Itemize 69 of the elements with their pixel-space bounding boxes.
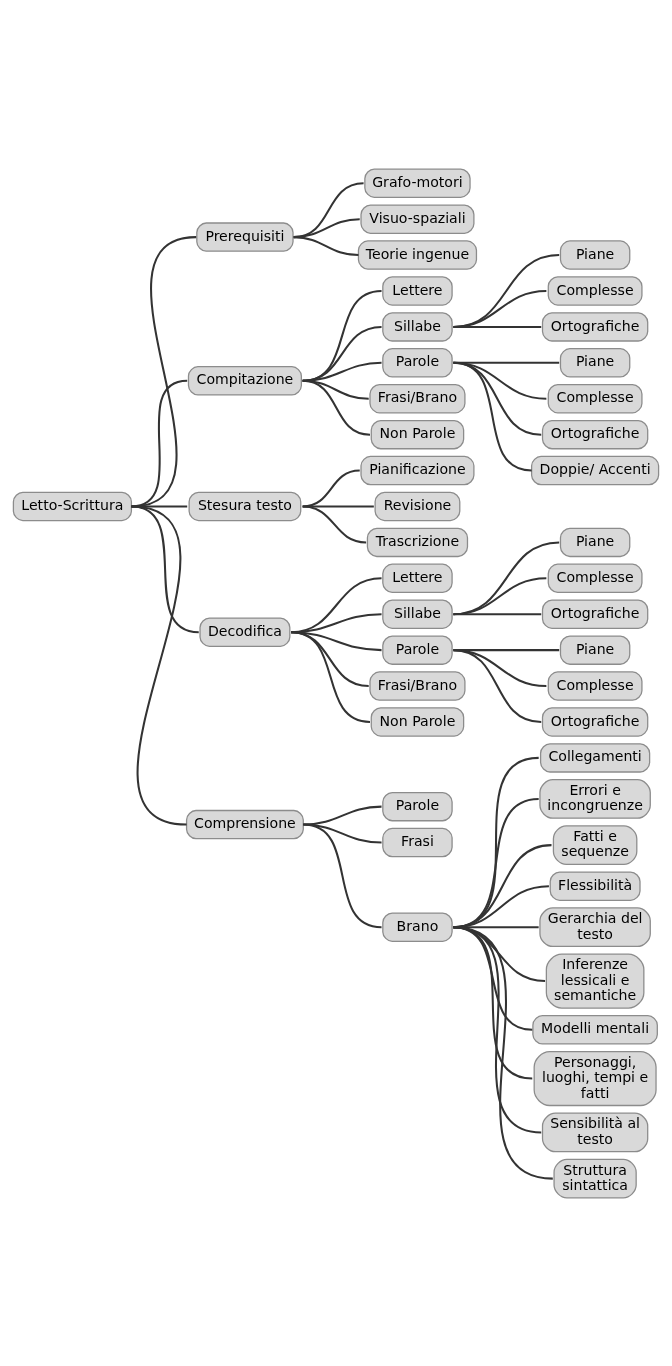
node-box: Visuo-spaziali <box>360 203 475 234</box>
node-box: Stesura testo <box>188 491 302 521</box>
connector <box>131 505 187 826</box>
node-box: Piane <box>559 347 631 378</box>
connector <box>453 925 553 1180</box>
node-box: Inferenze lessicali e semantiche <box>545 953 645 1009</box>
node-box: Complesse <box>547 275 643 306</box>
connector <box>453 361 532 472</box>
node-box: Revisione <box>374 491 461 521</box>
connector <box>453 253 560 328</box>
node-box: Frasi <box>382 827 453 857</box>
connector <box>293 235 359 256</box>
node-box: Gerarchia del testo <box>539 906 651 947</box>
connector <box>131 379 188 507</box>
node-box: Sensibilità al testo <box>541 1112 649 1152</box>
node-box: Fatti e sequenze <box>552 824 638 865</box>
node-box: Complesse <box>547 670 643 701</box>
connector <box>302 504 374 507</box>
node-box: Ortografiche <box>541 599 649 629</box>
node-box: Piane <box>559 634 631 665</box>
node-box: Personaggi, luoghi, tempi e fatti <box>533 1050 657 1106</box>
connector <box>131 235 197 507</box>
connector <box>453 325 542 328</box>
connector <box>302 504 367 543</box>
node-box: Sillabe <box>382 311 453 342</box>
node-box: Flessibilità <box>549 870 641 901</box>
node-box: Lettere <box>382 563 453 593</box>
node-box: Trascrizione <box>366 527 469 557</box>
node-box: Lettere <box>382 275 453 306</box>
node-box: Collegamenti <box>539 742 651 773</box>
node-box: Complesse <box>547 383 643 413</box>
node-box: Struttura sintattica <box>553 1158 637 1198</box>
node-box: Decodifica <box>199 616 291 647</box>
node-box: Prerequisiti <box>196 221 294 252</box>
node-box: Parole <box>382 791 453 821</box>
connector <box>131 504 188 507</box>
node-box: Grafo-motori <box>364 168 471 198</box>
node-box: Non Parole <box>370 706 465 737</box>
connector <box>303 823 382 928</box>
connector <box>290 630 371 723</box>
node-box: Letto-Scrittura <box>12 491 133 521</box>
node-box: Non Parole <box>370 419 465 449</box>
connector <box>453 612 542 615</box>
node-box: Sillabe <box>382 599 453 629</box>
node-box: Piane <box>559 239 631 270</box>
node-box: Ortografiche <box>541 311 649 342</box>
node-box: Frasi/Brano <box>369 670 466 701</box>
node-box: Pianificazione <box>360 455 475 485</box>
connector <box>302 379 371 436</box>
connector <box>303 805 382 826</box>
connector <box>453 540 560 615</box>
node-box: Brano <box>382 911 453 942</box>
node-box: Parole <box>382 347 453 378</box>
node-box: Teorie ingenue <box>357 239 478 270</box>
node-box: Errori e incongruenze <box>539 778 651 819</box>
node-box: Ortografiche <box>541 419 649 449</box>
node-box: Frasi/Brano <box>369 383 466 413</box>
node-box: Piane <box>559 527 631 557</box>
connector <box>453 648 542 723</box>
node-box: Complesse <box>547 563 643 593</box>
node-box: Modelli mentali <box>532 1014 658 1045</box>
connector <box>453 289 547 328</box>
node-box: Ortografiche <box>541 706 649 737</box>
node-box: Parole <box>382 634 453 665</box>
connector <box>131 505 199 633</box>
connector <box>453 576 547 615</box>
node-box: Doppie/ Accenti <box>530 455 660 485</box>
node-box: Compitazione <box>187 365 302 396</box>
node-box: Comprensione <box>185 809 304 839</box>
